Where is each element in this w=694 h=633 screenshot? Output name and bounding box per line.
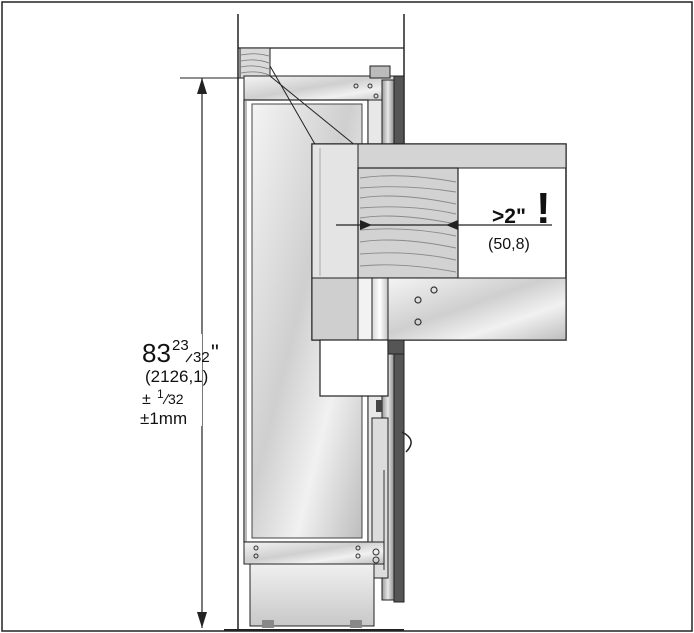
height-label: 83 23 32 " (2126,1) ± 1 32 ±1mm bbox=[140, 334, 219, 428]
appliance-bottom bbox=[224, 541, 404, 631]
wood-block-small bbox=[239, 47, 271, 79]
warning-mark: ! bbox=[536, 184, 551, 233]
tolerance-imperial-num: 1 bbox=[157, 387, 164, 401]
height-fraction-num: 23 bbox=[172, 337, 189, 354]
detail-label: >2" ! (50,8) bbox=[488, 184, 551, 253]
detail-imperial: >2" bbox=[492, 205, 526, 228]
detail-callout-lines bbox=[269, 65, 357, 147]
mid-section bbox=[319, 339, 405, 397]
tolerance-metric: ±1mm bbox=[140, 409, 187, 428]
height-inch-mark: " bbox=[211, 340, 219, 365]
height-whole: 83 bbox=[142, 338, 171, 368]
tolerance-imperial-sign: ± bbox=[142, 391, 151, 408]
door-hinge bbox=[371, 400, 412, 579]
detail-metric: (50,8) bbox=[488, 236, 530, 253]
tolerance-imperial-den: 32 bbox=[168, 391, 184, 407]
detail-enlargement bbox=[311, 143, 567, 341]
height-metric: (2126,1) bbox=[145, 367, 208, 386]
appliance-top bbox=[243, 65, 395, 103]
height-fraction-den: 32 bbox=[193, 349, 210, 366]
